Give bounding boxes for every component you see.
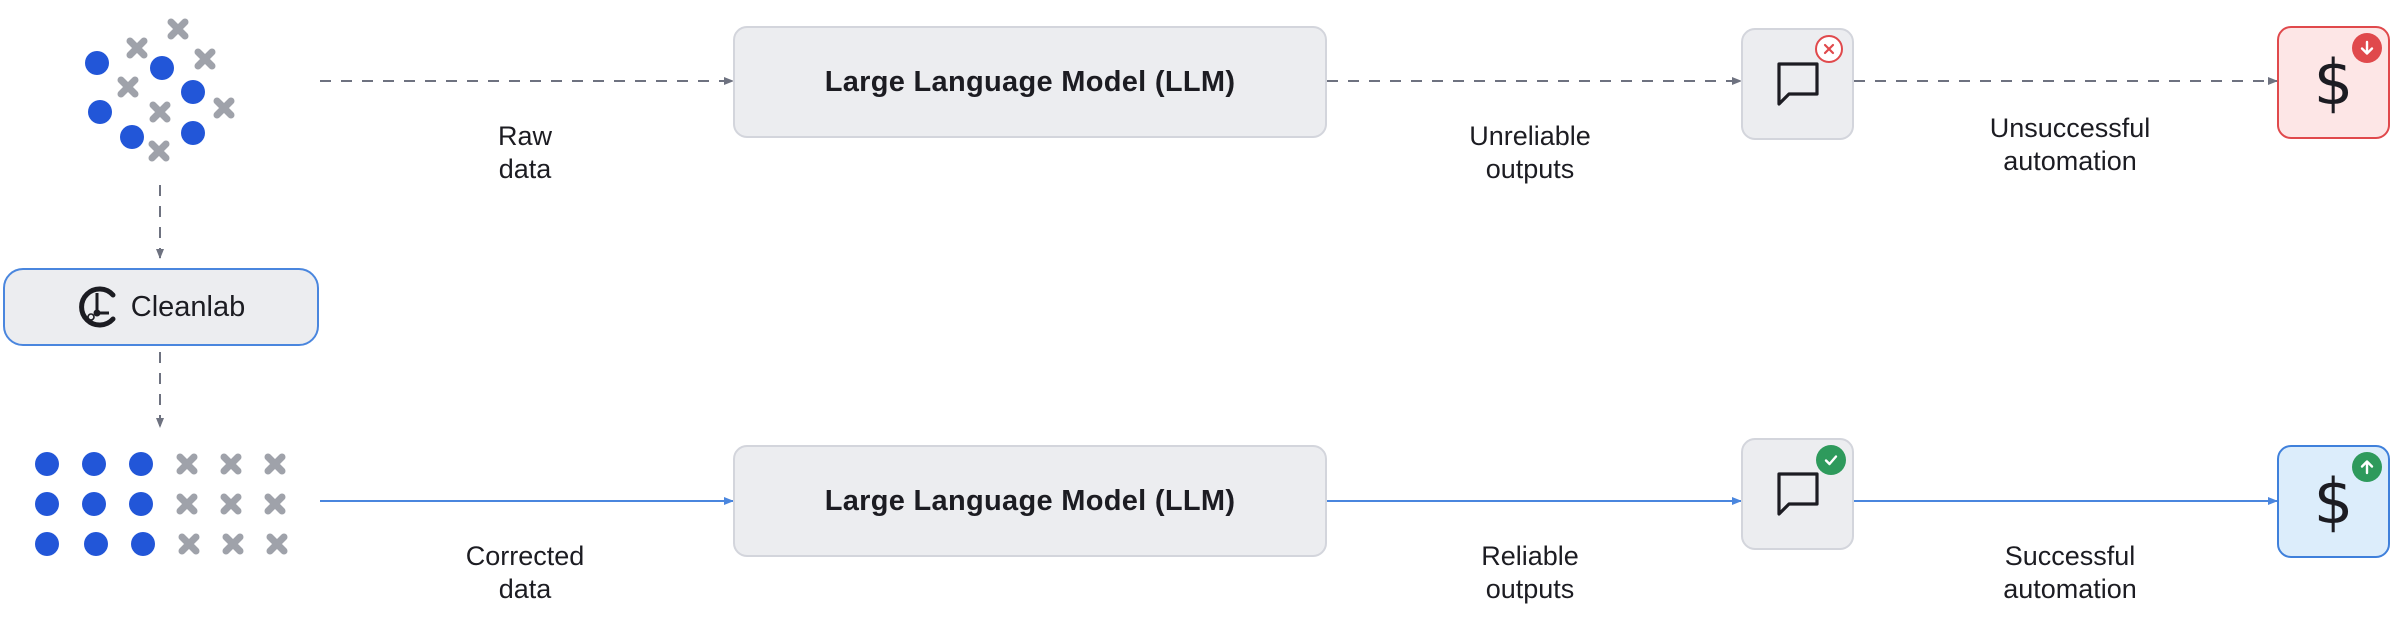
check-circle-icon (1816, 445, 1846, 475)
label-raw-data-line2: data (498, 154, 552, 184)
label-unreliable-outputs: Unreliable outputs (1430, 120, 1630, 186)
llm-label-top: Large Language Model (LLM) (824, 65, 1236, 98)
output-box-reliable (1741, 438, 1854, 550)
arrow-down-circle-icon (2352, 33, 2382, 63)
llm-box-top: Large Language Model (LLM) (733, 26, 1327, 138)
x-circle-icon (1815, 35, 1843, 63)
dollar-icon: $ (2313, 464, 2354, 538)
label-corrected-line2: data (498, 574, 552, 604)
label-corrected-data: Corrected data (425, 540, 625, 606)
label-unsuccessful-automation: Unsuccessful automation (1950, 112, 2190, 178)
label-reliable-outputs: Reliable outputs (1430, 540, 1630, 606)
label-unreliable-line2: outputs (1485, 154, 1575, 184)
raw-data-cluster (85, 18, 235, 162)
label-reliable-line2: outputs (1485, 574, 1575, 604)
corrected-data-dots (35, 452, 155, 556)
label-successful-line1: Successful (2004, 541, 2136, 571)
output-box-unreliable (1741, 28, 1854, 140)
label-unreliable-line1: Unreliable (1469, 121, 1591, 151)
label-raw-data: Raw data (475, 120, 575, 186)
label-reliable-line1: Reliable (1481, 541, 1579, 571)
raw-data-crosses (117, 18, 235, 162)
raw-data-dots (85, 51, 205, 149)
label-unsuccessful-line2: automation (2003, 146, 2137, 176)
label-successful-line2: automation (2003, 574, 2137, 604)
cleanlab-label: Cleanlab (130, 290, 246, 323)
arrow-up-circle-icon (2352, 452, 2382, 482)
label-successful-automation: Successful automation (1950, 540, 2190, 606)
result-box-unsuccessful: $ (2277, 26, 2390, 139)
message-bubble-icon (1776, 62, 1819, 106)
cleanlab-box: Cleanlab (3, 268, 319, 346)
llm-box-bottom: Large Language Model (LLM) (733, 445, 1327, 557)
cleanlab-logo-icon (78, 286, 116, 328)
label-unsuccessful-line1: Unsuccessful (1989, 113, 2151, 143)
result-box-successful: $ (2277, 445, 2390, 558)
label-raw-data-line1: Raw (497, 121, 552, 151)
message-bubble-icon (1776, 472, 1819, 516)
corrected-data-crosses (176, 453, 288, 555)
label-corrected-line1: Corrected (465, 541, 585, 571)
corrected-data-grid (35, 452, 288, 556)
llm-label-bottom: Large Language Model (LLM) (824, 484, 1236, 517)
dollar-icon: $ (2313, 45, 2354, 119)
